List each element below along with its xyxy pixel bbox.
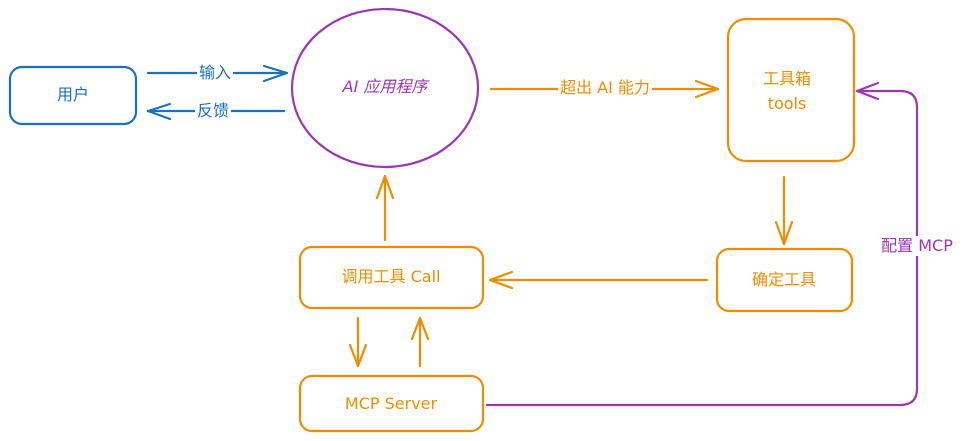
toolbox-node-sublabel: tools (767, 94, 807, 113)
ai-app-node-label: AI 应用程序 (342, 77, 428, 96)
toolbox-node-box (726, 17, 856, 163)
user-node-box (8, 65, 138, 126)
arrow-call-to-ai (375, 174, 395, 242)
confirm-tool-node-label: 确定工具 (751, 270, 817, 289)
arrow-config-mcp (485, 81, 919, 407)
mcp-server-node-box (298, 374, 485, 433)
arrow-toolbox-to-confirm (774, 175, 794, 246)
mcp-server-node-label: MCP Server (344, 394, 438, 413)
user-node-label: 用户 (56, 85, 90, 104)
toolbox-node-label: 工具箱 (762, 69, 812, 88)
edge-label-config-mcp: 配置 MCP (878, 236, 956, 256)
ai-app-node-circle (290, 7, 480, 169)
edge-label-input: 输入 (196, 63, 234, 83)
call-tool-node-label: 调用工具 Call (341, 267, 441, 286)
arrow-confirm-to-call (488, 270, 709, 290)
arrow-call-to-mcp (348, 316, 368, 368)
edge-label-feedback: 反馈 (194, 101, 232, 121)
arrow-mcp-to-call (410, 316, 430, 368)
confirm-tool-node-box (715, 247, 854, 313)
call-tool-node-box (298, 245, 485, 310)
edge-label-beyond-ai: 超出 AI 能力 (558, 78, 652, 98)
